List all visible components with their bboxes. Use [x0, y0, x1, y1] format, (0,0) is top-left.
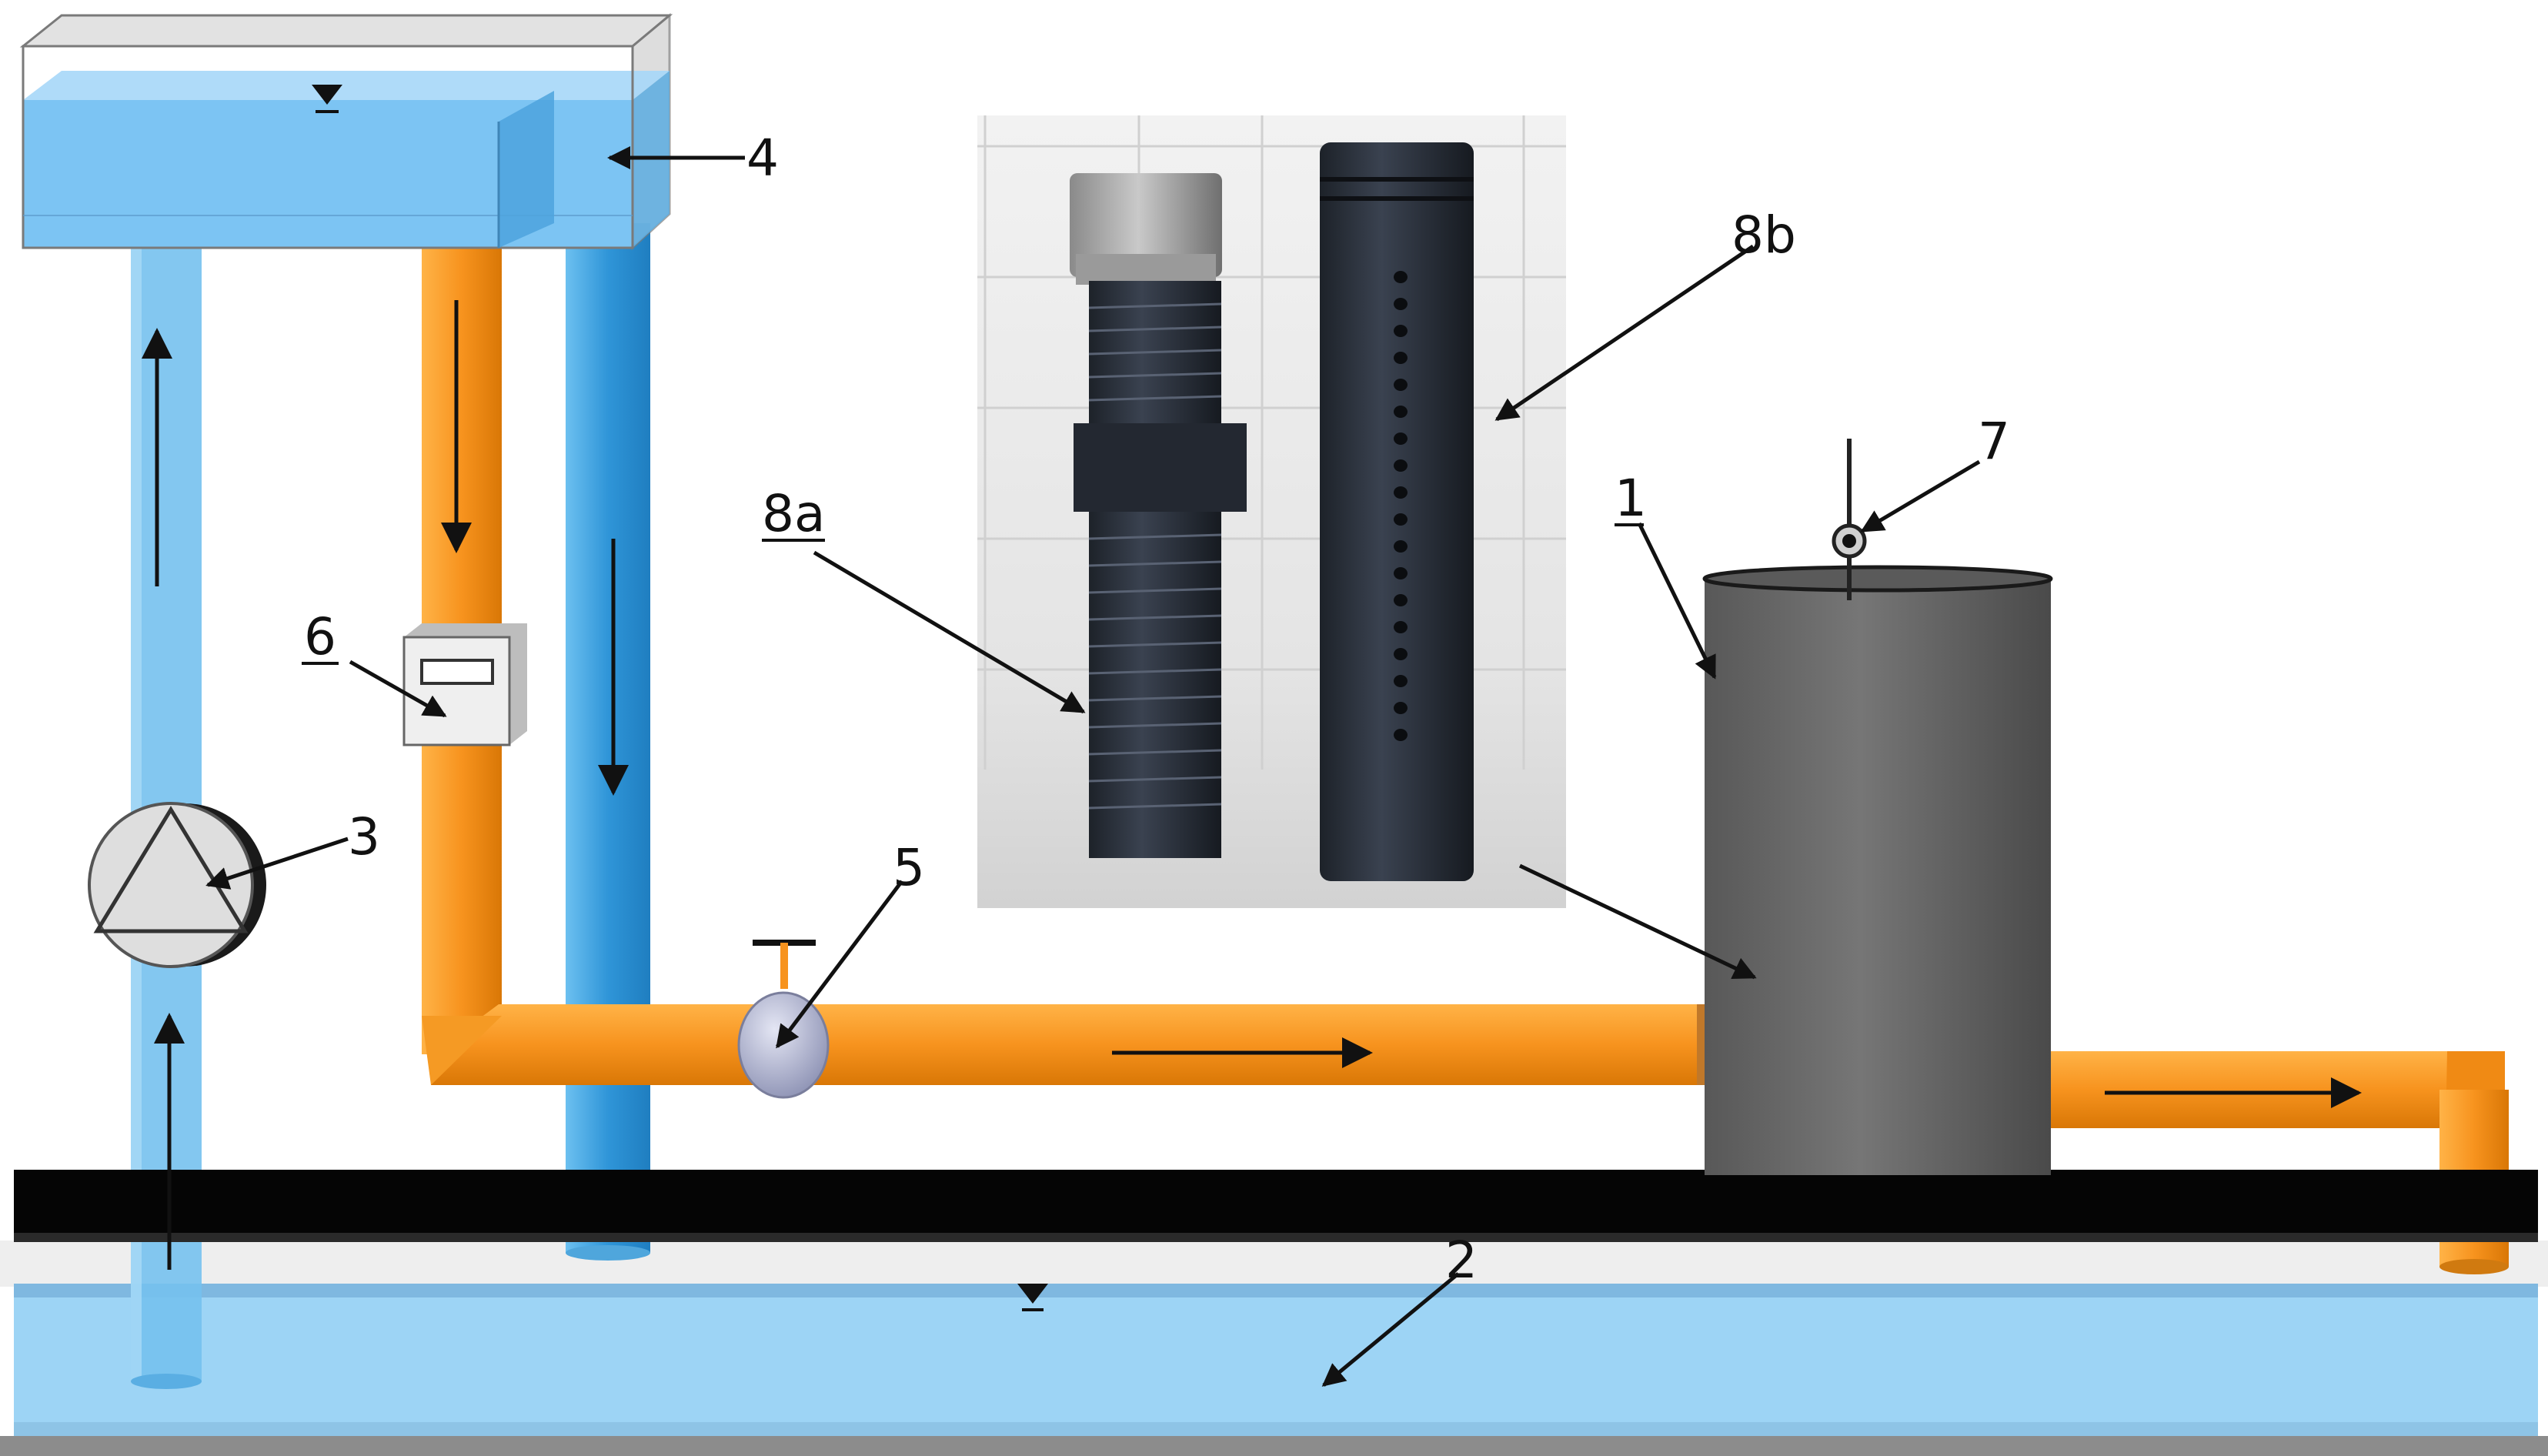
pump — [88, 802, 266, 968]
valve — [737, 940, 830, 1099]
test-vessel — [1701, 565, 2053, 1214]
label-4: 4 — [746, 129, 779, 188]
filter-photo — [977, 115, 1566, 908]
overflow-weir — [497, 91, 554, 248]
label-6: 6 — [304, 607, 336, 666]
sensor — [1832, 439, 1867, 600]
flow-arrows — [142, 300, 2362, 1270]
filter-sample-8a — [1070, 173, 1247, 858]
return-pipe — [566, 223, 650, 1261]
label-7: 7 — [1978, 412, 2010, 471]
bottom-reservoir — [0, 1241, 2548, 1456]
label-8a: 8a — [762, 484, 825, 543]
filter-sample-8b — [1320, 142, 1474, 881]
label-5: 5 — [893, 838, 925, 897]
water-level-icon — [1017, 1284, 1048, 1311]
component-labels: 1 2 3 4 5 6 7 8a 8b — [302, 129, 2010, 1290]
label-1: 1 — [1615, 469, 1647, 528]
label-2: 2 — [1445, 1231, 1478, 1290]
upper-tank — [19, 12, 673, 251]
flow-meter — [402, 623, 527, 746]
tank-water-level-icon — [312, 85, 342, 113]
pointer-lines — [205, 146, 1981, 1387]
label-8b: 8b — [1732, 205, 1796, 265]
support-rail — [14, 1170, 2538, 1242]
label-3: 3 — [348, 807, 380, 867]
